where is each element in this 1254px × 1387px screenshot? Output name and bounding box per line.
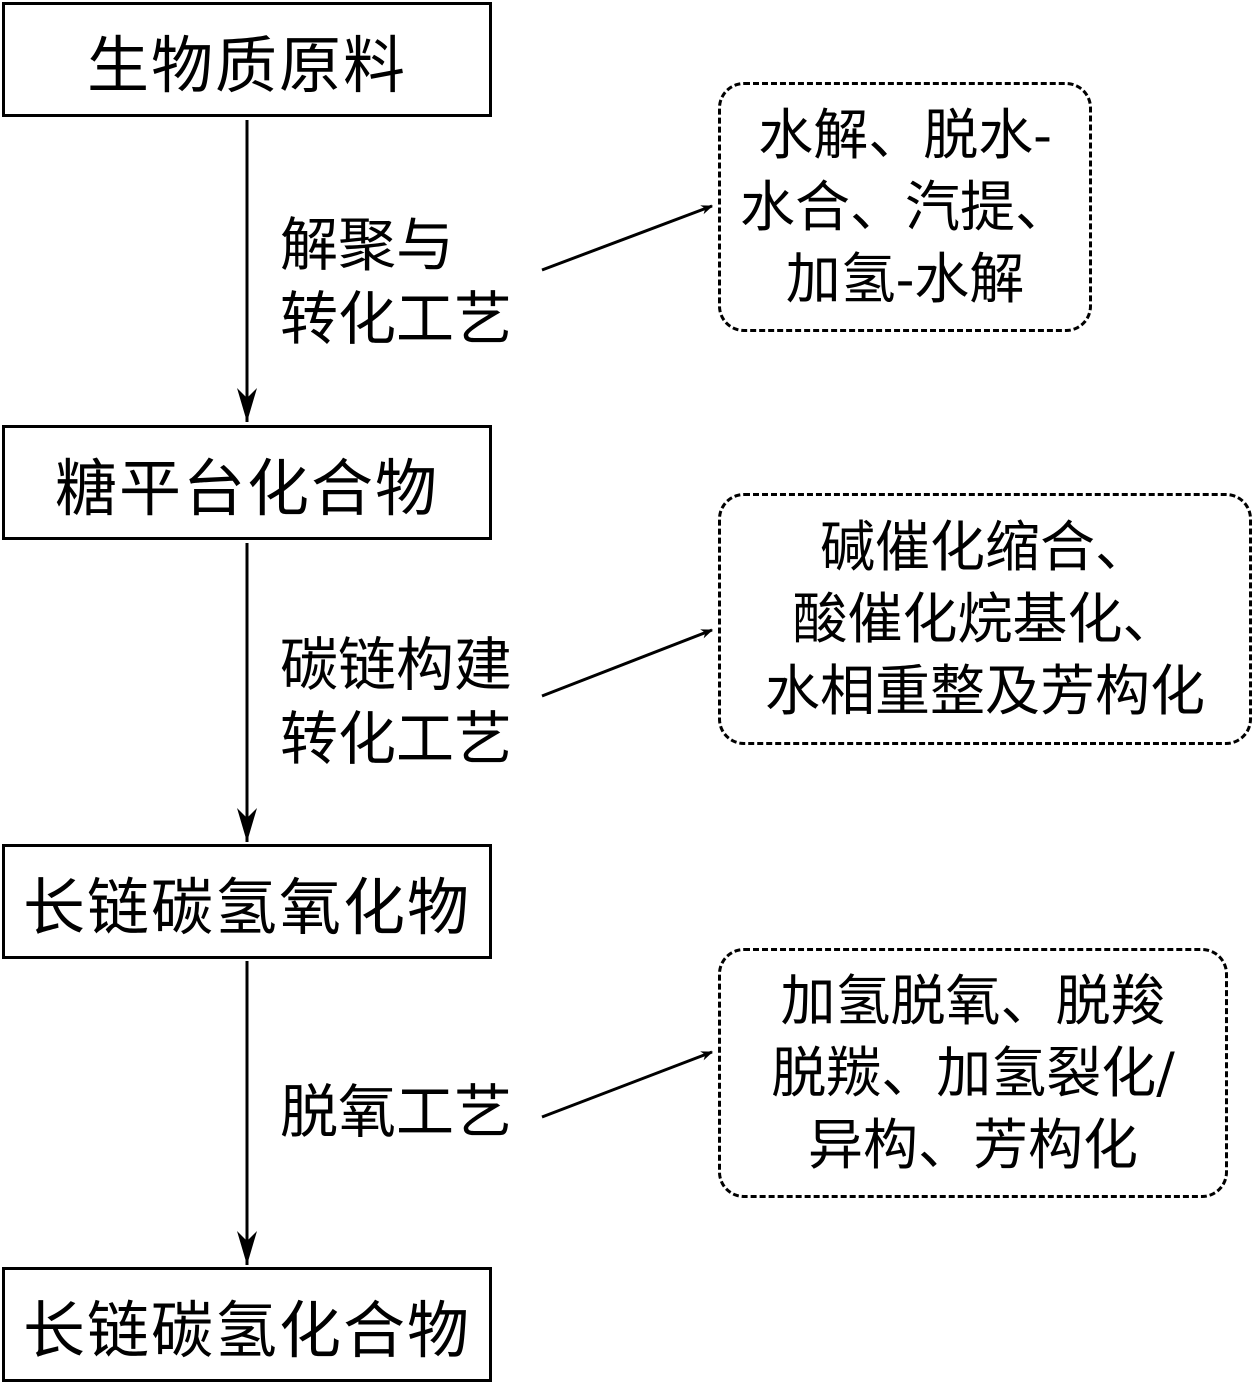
step-label-depolymerization: 解聚与 转化工艺: [280, 211, 513, 353]
detail-box-depolymerization: 水解、脱水- 水合、汽提、 加氢-水解: [718, 82, 1092, 332]
step-label-deoxygenation: 脱氧工艺: [280, 1078, 513, 1146]
detail-arrow-1: [541, 204, 714, 272]
detail-box-carbon-chain-building: 碱催化缩合、 酸催化烷基化、 水相重整及芳构化: [718, 493, 1252, 745]
flow-arrow-2-head: [237, 808, 257, 842]
detail-arrow-3: [541, 1050, 714, 1119]
node-sugar-platform-compounds: 糖平台化合物: [2, 425, 492, 540]
flow-arrow-1-head: [237, 388, 257, 422]
node-biomass-feedstock: 生物质原料: [2, 2, 492, 117]
detail-box-deoxygenation: 加氢脱氧、脱羧 脱羰、加氢裂化/ 异构、芳构化: [718, 948, 1228, 1198]
node-long-chain-hydrocarbons: 长链碳氢化合物: [2, 1267, 492, 1382]
node-long-chain-oxygenates: 长链碳氢氧化物: [2, 844, 492, 959]
flow-arrow-3-head: [237, 1231, 257, 1265]
step-label-carbon-chain-building: 碳链构建 转化工艺: [280, 631, 513, 773]
detail-arrow-2: [541, 628, 714, 698]
